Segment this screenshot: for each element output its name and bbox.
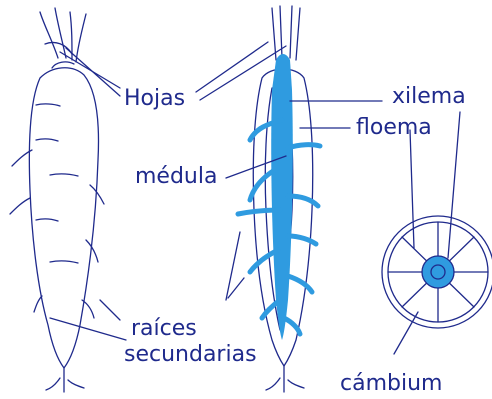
label-floema: floema (356, 117, 432, 139)
label-xilema: xilema (392, 86, 466, 108)
label-raices-line1: raíces (131, 318, 197, 340)
label-hojas: Hojas (124, 88, 185, 110)
label-raices-line2: secundarias (124, 344, 257, 366)
label-cambium: cámbium (340, 373, 442, 395)
cross-section-illustration (382, 216, 492, 328)
label-medula: médula (135, 166, 217, 188)
exterior-root-illustration (10, 8, 104, 392)
